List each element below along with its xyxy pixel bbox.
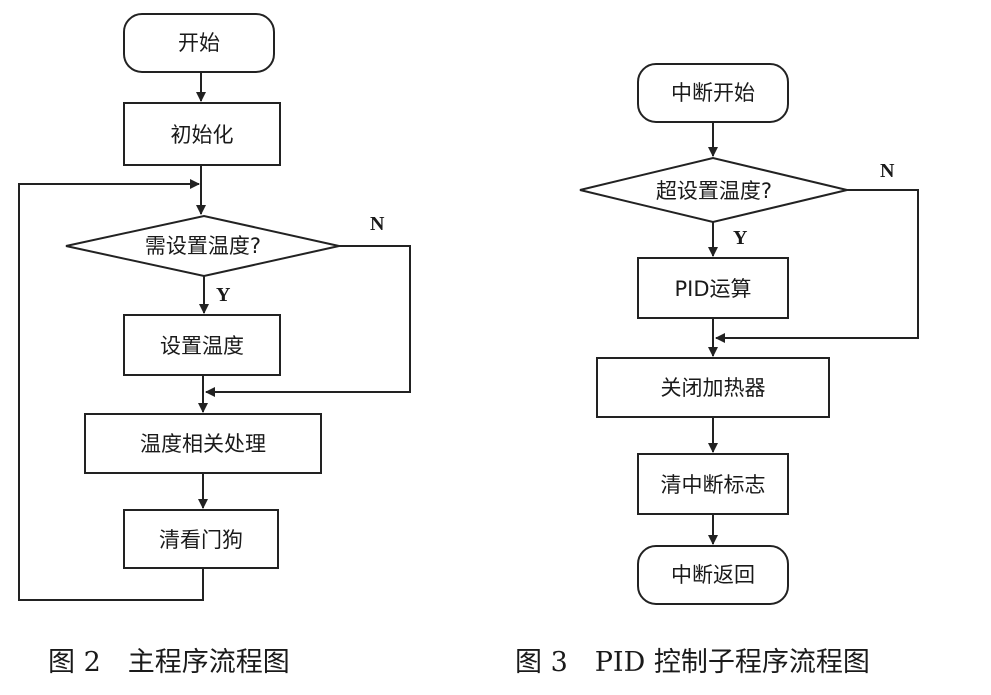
f2-caption: 图 2 主程序流程图: [48, 647, 290, 678]
f2-start-label: 开始: [178, 31, 220, 55]
f3-no-label: N: [880, 160, 895, 182]
figure-3-pid-flowchart: 中断开始 超设置温度? Y PID运算 N 关闭加热器 清中断标志: [515, 63, 919, 678]
f2-watchdog-process: 清看门狗: [123, 509, 279, 569]
f2-loop-back-line: [18, 179, 204, 601]
f2-set-temp-label: 设置温度: [160, 334, 244, 358]
f3-start-terminal: 中断开始: [637, 63, 789, 123]
f2-set-temp-process: 设置温度: [123, 314, 281, 376]
f2-no-label: N: [370, 213, 385, 235]
f2-decision: 需设置温度?: [65, 214, 340, 278]
f3-return-terminal: 中断返回: [637, 545, 789, 605]
f2-temp-process-label: 温度相关处理: [140, 432, 266, 456]
f2-watchdog-label: 清看门狗: [159, 528, 243, 552]
f3-close-heater-label: 关闭加热器: [661, 376, 766, 400]
f2-start-terminal: 开始: [123, 13, 275, 73]
f3-clear-flag-process: 清中断标志: [637, 453, 789, 515]
f2-init-label: 初始化: [171, 123, 234, 147]
f2-init-process: 初始化: [123, 102, 281, 166]
f2-no-branch-line: [205, 245, 411, 397]
figure-2-main-flowchart: 开始 初始化 需设置温度? Y 设置温度 N: [18, 13, 411, 678]
f3-yes-label: Y: [733, 227, 748, 249]
f3-clear-flag-label: 清中断标志: [661, 473, 766, 497]
f2-temp-process: 温度相关处理: [84, 413, 322, 474]
f2-yes-label: Y: [216, 284, 231, 306]
f3-close-heater-process: 关闭加热器: [596, 357, 830, 418]
f3-start-label: 中断开始: [671, 81, 755, 105]
f3-decision: 超设置温度?: [579, 156, 848, 224]
f2-decision-label: 需设置温度?: [145, 234, 261, 258]
f3-caption: 图 3 PID 控制子程序流程图: [515, 647, 870, 678]
f3-decision-label: 超设置温度?: [656, 179, 772, 203]
f3-pid-process: PID运算: [637, 257, 789, 319]
f3-return-label: 中断返回: [671, 563, 755, 587]
f3-pid-label: PID运算: [674, 277, 751, 301]
f3-no-branch-line: [715, 189, 919, 343]
